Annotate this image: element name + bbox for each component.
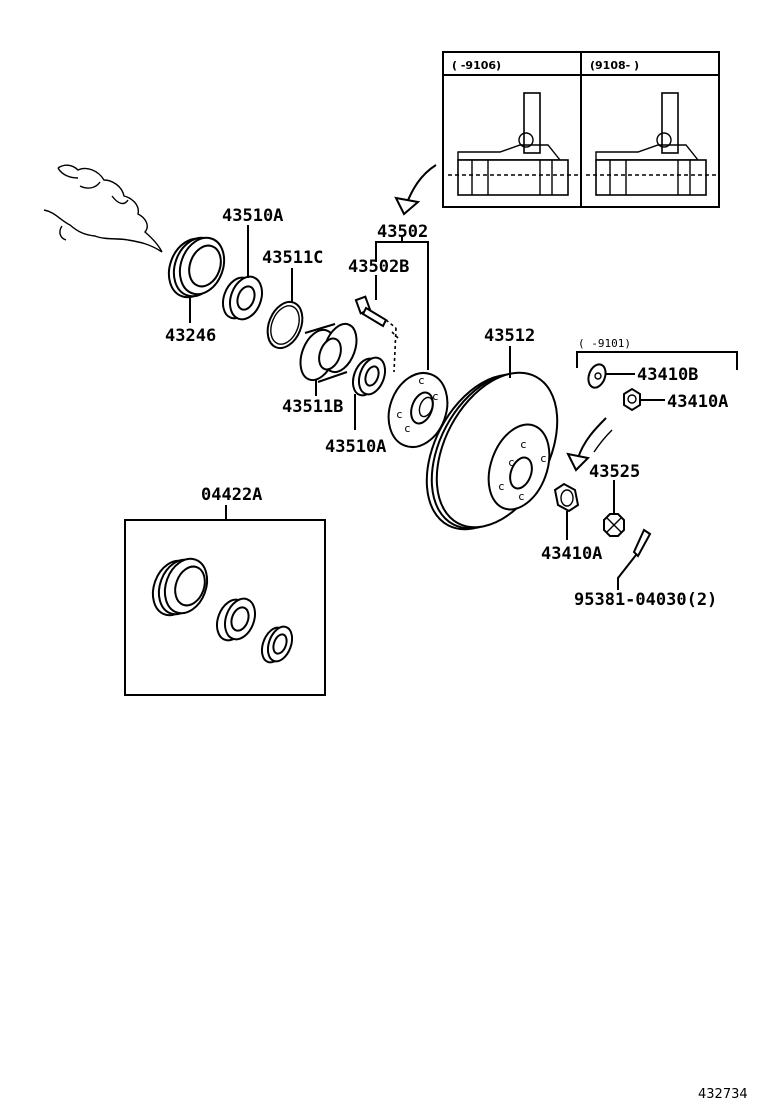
- svg-text:c: c: [432, 390, 439, 403]
- leader-lines: [189, 225, 738, 590]
- label-43246: 43246: [165, 326, 216, 346]
- diagram-reference-number: 432734: [698, 1087, 748, 1102]
- inset-right-header: (9108- ): [590, 59, 639, 72]
- cotter-pin-95381: [632, 528, 652, 558]
- inset-knuckle-variants: ( -9106) (9108- ): [442, 51, 720, 208]
- hub-nut-43410A-right: [623, 387, 641, 412]
- label-04422A: 04422A: [201, 485, 262, 505]
- knuckle-late-drawing: [586, 92, 716, 196]
- bearing-race-43511B: [299, 322, 358, 383]
- outer-bearing-43510A: [222, 275, 263, 321]
- assembly-arrow: [566, 417, 613, 472]
- knuckle-cloud-outline: [43, 164, 163, 253]
- knuckle-early-drawing: [448, 92, 578, 196]
- svg-text:c: c: [418, 374, 425, 387]
- svg-text:c: c: [396, 408, 403, 421]
- inner-bearing-43510A: [351, 356, 387, 397]
- dust-deflector-43246: [167, 236, 226, 299]
- label-43525: 43525: [589, 462, 640, 482]
- label-bracket-9101: ( -9101): [578, 337, 631, 350]
- label-43512: 43512: [484, 326, 535, 346]
- svg-text:c: c: [540, 452, 547, 465]
- snap-ring-43511C: [266, 300, 304, 350]
- label-43410A-right: 43410A: [667, 392, 728, 412]
- label-43511C: 43511C: [262, 248, 323, 268]
- label-43510A-top: 43510A: [222, 206, 283, 226]
- svg-text:c: c: [518, 490, 525, 503]
- svg-text:c: c: [520, 438, 527, 451]
- svg-text:c: c: [498, 480, 505, 493]
- washer-43410B: [587, 363, 607, 389]
- bearing-kit-04422A-box: [124, 505, 326, 696]
- hub-nut-43410A-bottom: [553, 482, 580, 513]
- disc-rotor-43512: c c c c c: [425, 371, 559, 531]
- label-43511B: 43511B: [282, 397, 343, 417]
- nut-lock-cap-43525: [603, 513, 625, 537]
- label-43510A-mid: 43510A: [325, 437, 386, 457]
- label-43502B: 43502B: [348, 257, 409, 277]
- inset-left-header: ( -9106): [452, 59, 501, 72]
- svg-text:c: c: [508, 456, 515, 469]
- part-labels: 43510A 43511C 43502 43502B 43246 43511B …: [165, 206, 748, 1102]
- label-43410B: 43410B: [637, 365, 698, 385]
- hub-bolt-43502B: [354, 295, 399, 373]
- svg-text:c: c: [404, 422, 411, 435]
- label-95381: 95381-04030(2): [574, 590, 717, 610]
- label-43410A-bottom: 43410A: [541, 544, 602, 564]
- axle-hub-43502: c c c c: [387, 372, 449, 448]
- inset-pointer-arrow: [394, 164, 437, 216]
- label-43502: 43502: [377, 222, 428, 242]
